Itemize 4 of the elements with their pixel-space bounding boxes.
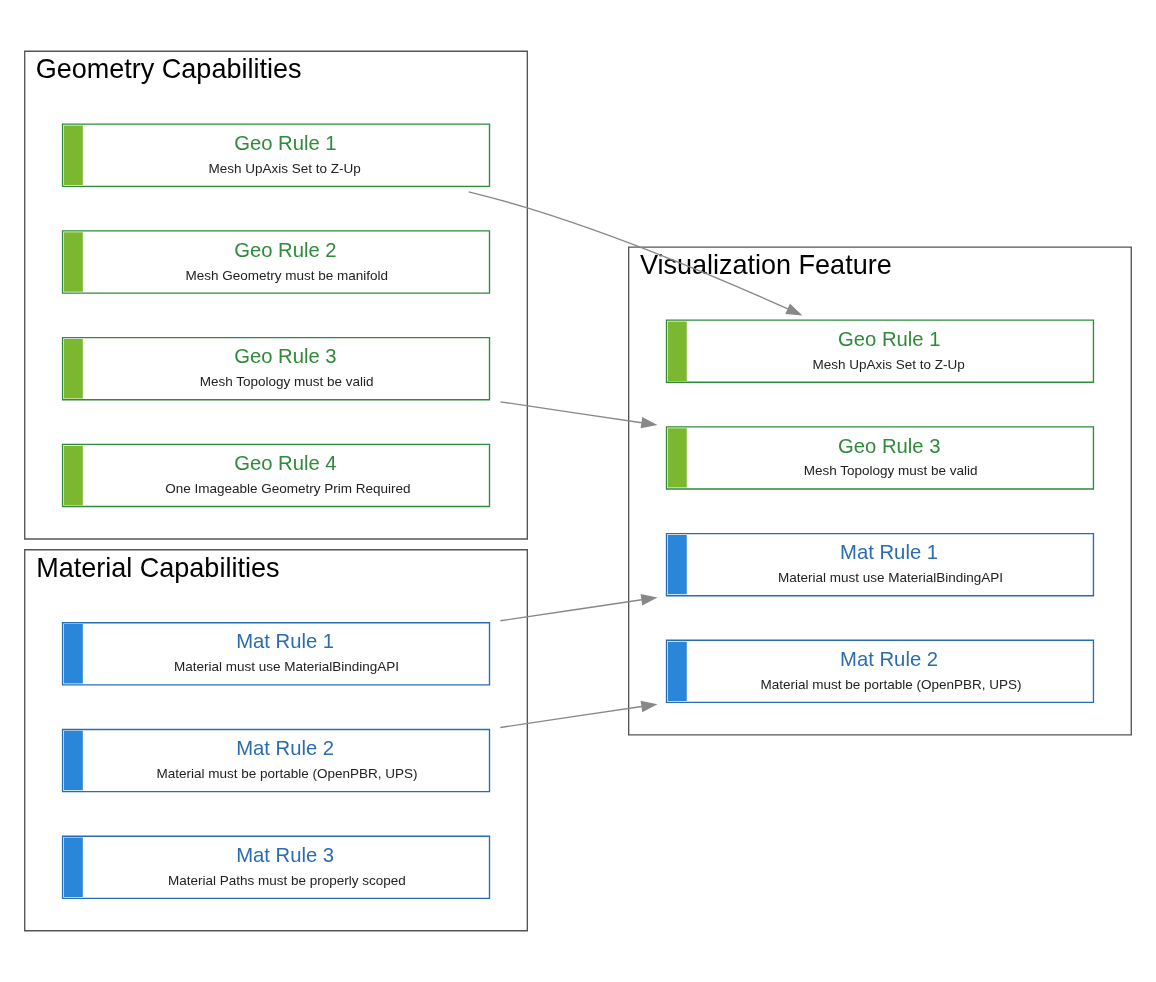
arrow [499, 401, 658, 429]
arrow [499, 594, 658, 622]
arrow [468, 191, 803, 316]
arrow [499, 700, 658, 729]
